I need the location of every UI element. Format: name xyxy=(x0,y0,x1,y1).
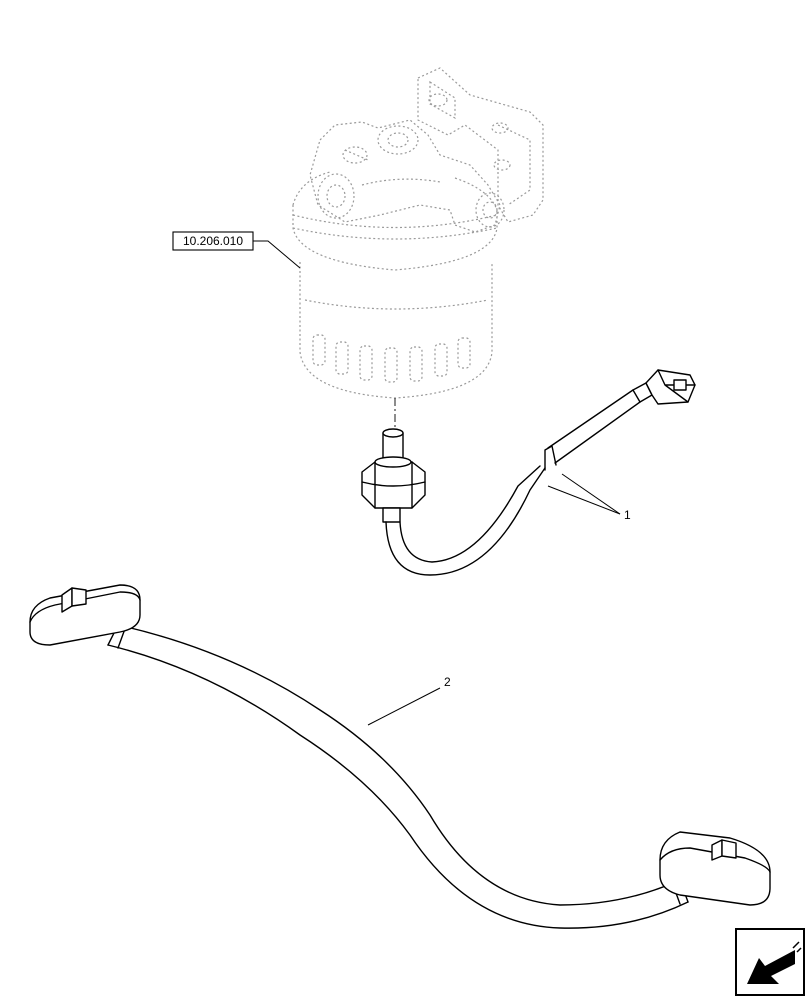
water-sensor-harness: 1 xyxy=(361,369,696,576)
fuel-filter-assembly xyxy=(292,67,544,430)
reference-callout[interactable]: 10.206.010 xyxy=(172,231,301,269)
callout-2-label: 2 xyxy=(444,675,451,689)
reference-label: 10.206.010 xyxy=(183,234,243,248)
arrow-down-left-icon xyxy=(735,928,805,996)
callout-1-label: 1 xyxy=(624,508,631,522)
cable-assembly: 2 xyxy=(29,584,771,929)
navigation-button[interactable] xyxy=(735,928,805,996)
